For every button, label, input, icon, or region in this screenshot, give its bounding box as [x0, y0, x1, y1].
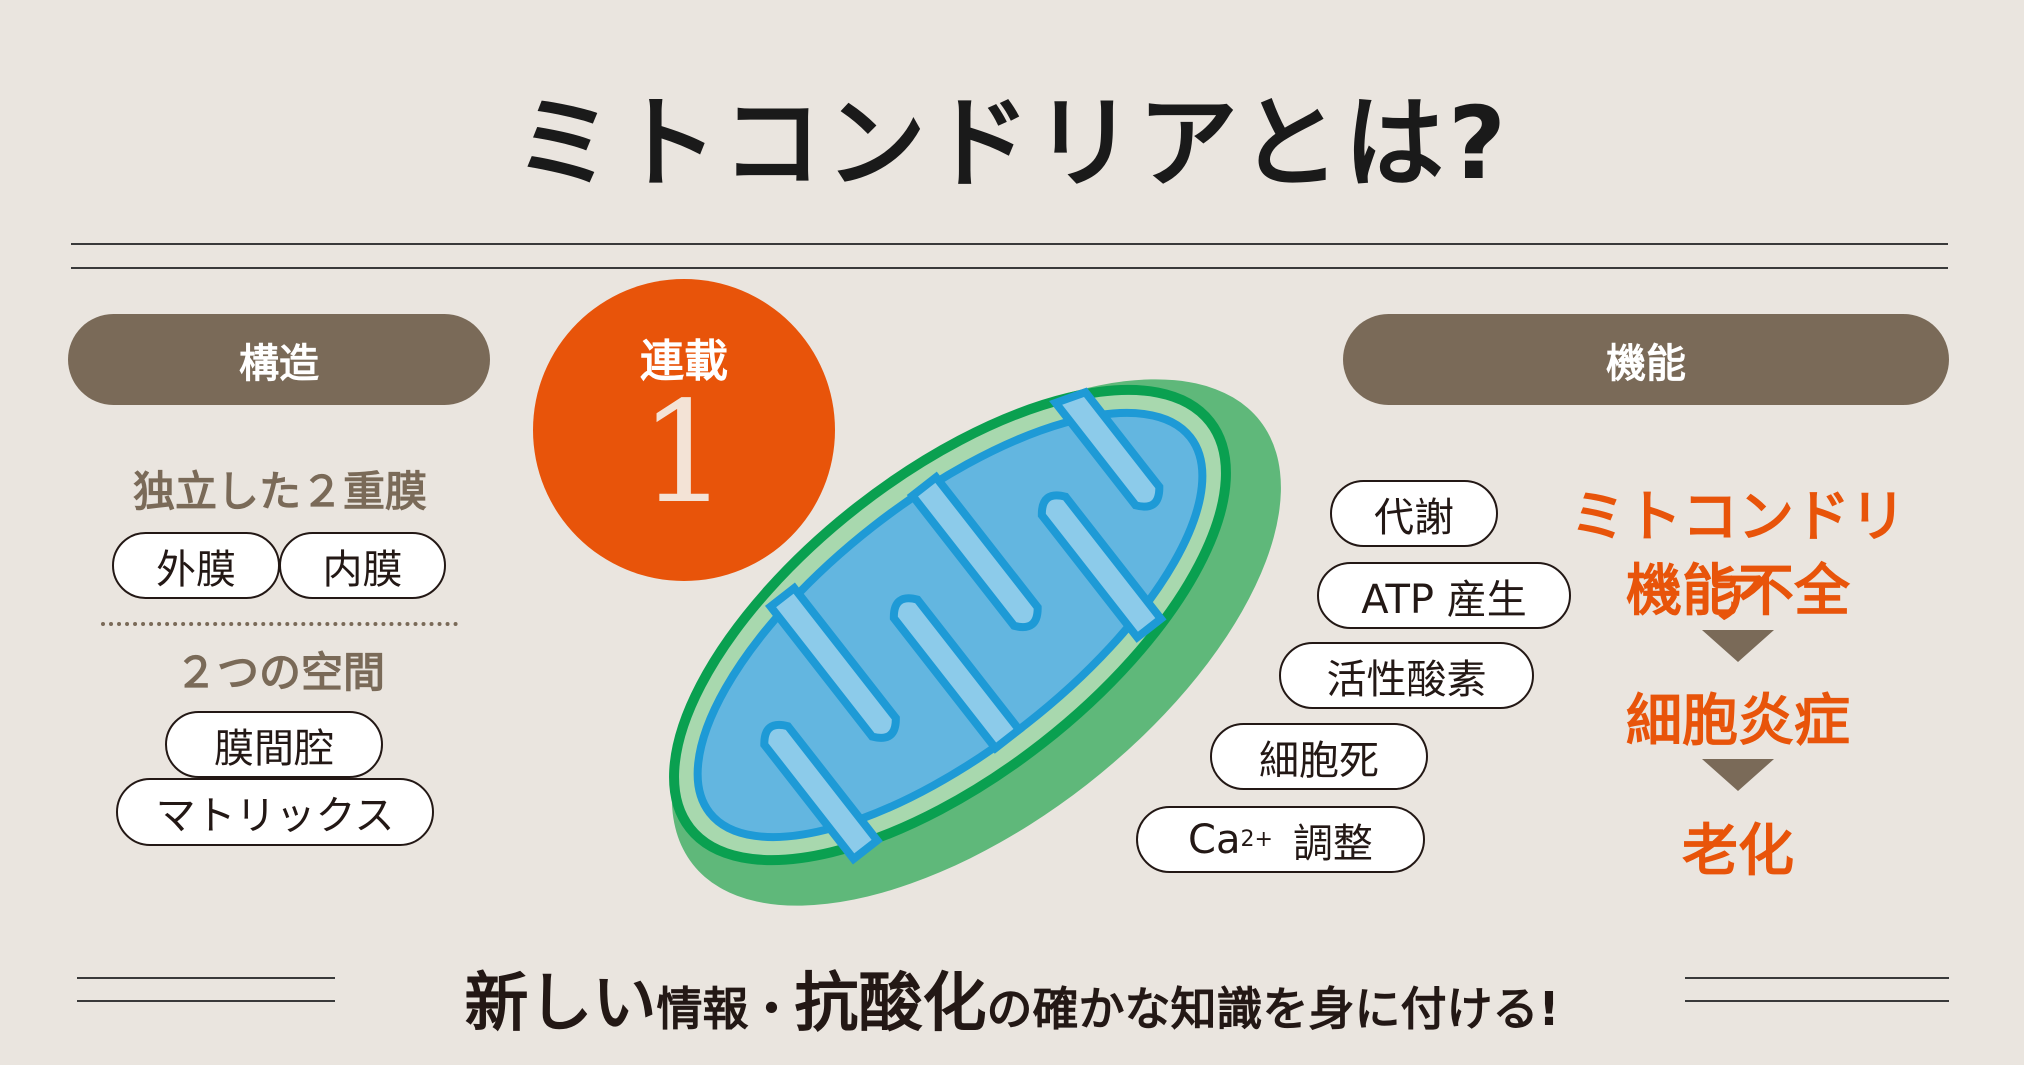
- arrow-down-icon: [1702, 759, 1774, 791]
- divider: [71, 243, 1948, 245]
- footer-tagline: 新しい情報・抗酸化の確かな知識を身に付ける!: [0, 952, 2024, 1044]
- regulation-label: 調整: [1292, 820, 1373, 867]
- tag-atp-production: ATP 産生: [1317, 562, 1571, 629]
- divider: [71, 267, 1948, 269]
- cristae: [760, 387, 1167, 865]
- footer-line: [77, 1000, 335, 1002]
- tag-matrix: マトリックス: [116, 778, 434, 846]
- flow-aging: 老化: [1682, 819, 1794, 884]
- tag-metabolism: 代謝: [1330, 480, 1498, 547]
- function-header: 機能: [1343, 314, 1949, 405]
- footer-text: 抗酸化: [794, 967, 987, 1041]
- two-spaces-label: ２つの空間: [174, 648, 385, 697]
- arrow-down-icon: [1702, 630, 1774, 662]
- footer-text: 情報・: [656, 982, 795, 1036]
- tag-reactive-oxygen: 活性酸素: [1279, 642, 1534, 709]
- tag-cell-death: 細胞死: [1210, 723, 1428, 790]
- footer-line: [77, 977, 335, 979]
- page-title: ミトコンドリアとは?: [513, 85, 1510, 202]
- footer-line: [1685, 977, 1949, 979]
- ca-label: Ca: [1188, 816, 1241, 863]
- flow-inflammation: 細胞炎症: [1626, 689, 1850, 754]
- series-number: 1: [639, 372, 729, 535]
- flow-mito: ミトコンドリア: [1570, 485, 1906, 631]
- flow-dysfunction: 機能不全: [1626, 559, 1850, 624]
- tag-intermembrane-space: 膜間腔: [165, 711, 383, 778]
- series-label: 連載: [640, 336, 728, 387]
- footer-text: の確かな知識を身に付ける!: [986, 982, 1560, 1036]
- series-badge: 連載 1: [533, 279, 835, 581]
- ca-charge: 2+: [1240, 827, 1273, 852]
- tag-outer-membrane: 外膜: [112, 532, 280, 599]
- structure-header: 構造: [68, 314, 490, 405]
- dotted-divider: [101, 622, 458, 626]
- double-membrane-label: 独立した２重膜: [132, 467, 427, 516]
- mitochondrion-illustration: [669, 379, 1281, 906]
- tag-inner-membrane: 内膜: [279, 532, 446, 599]
- footer-text: 新しい: [464, 967, 657, 1041]
- footer-line: [1685, 1000, 1949, 1002]
